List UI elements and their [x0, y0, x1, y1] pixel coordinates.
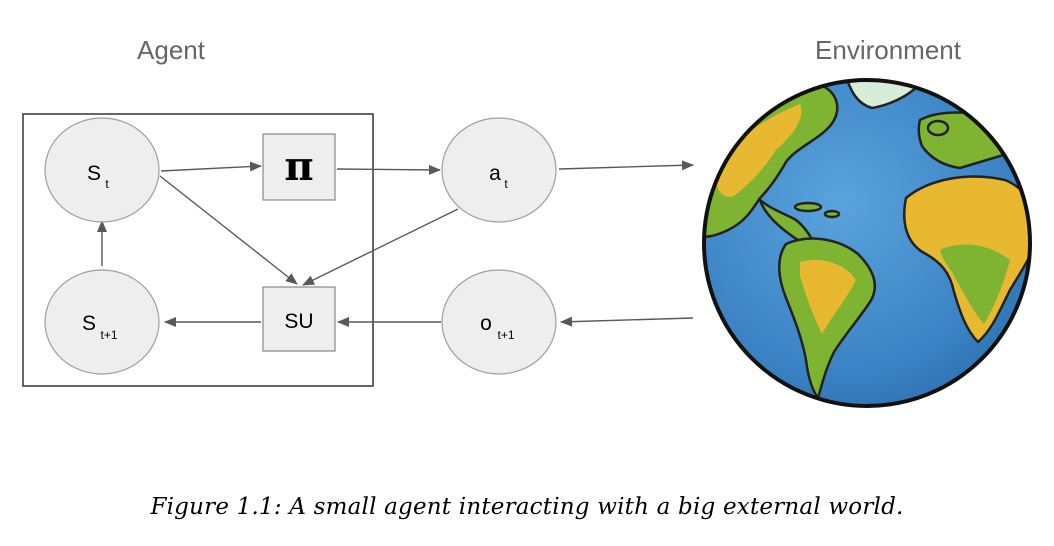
agent-heading: Agent	[137, 35, 206, 65]
arrow-st-to-pi	[160, 161, 262, 172]
arrow-environment-to-ot1	[560, 316, 694, 327]
arrow-st-to-su	[159, 175, 298, 285]
node-a-t-subscript: t	[504, 177, 508, 191]
node-su-label: SU	[284, 310, 313, 333]
node-o-t1: o t+1	[441, 269, 557, 375]
node-su-shape	[262, 286, 336, 352]
node-a-t: a t	[441, 117, 557, 223]
node-s-t-shape	[44, 117, 160, 223]
node-s-t1-label: S	[82, 312, 96, 335]
earth-globe-icon	[702, 78, 1032, 408]
node-policy: π	[262, 133, 336, 201]
arrow-at-to-su	[302, 208, 459, 286]
node-s-t-label: S	[87, 162, 101, 185]
figure-caption: Figure 1.1: A small agent interacting wi…	[150, 494, 904, 520]
node-a-t-shape	[441, 117, 557, 223]
node-policy-shape	[262, 133, 336, 201]
node-policy-label: π	[284, 143, 313, 190]
arrow-pi-to-at	[336, 164, 441, 175]
node-s-t1: S t+1	[44, 269, 160, 375]
node-o-t1-label: o	[480, 312, 492, 335]
node-o-t1-shape	[441, 269, 557, 375]
node-o-t1-subscript: t+1	[497, 328, 514, 342]
environment-heading: Environment	[815, 35, 962, 65]
node-s-t: S t	[44, 117, 160, 223]
node-s-t1-subscript: t+1	[100, 328, 117, 342]
node-s-t1-shape	[44, 269, 160, 375]
node-a-t-label: a	[489, 162, 501, 185]
node-s-t-subscript: t	[105, 177, 109, 191]
node-su: SU	[262, 286, 336, 352]
arrows	[97, 160, 694, 327]
arrow-at-to-environment	[558, 160, 694, 171]
